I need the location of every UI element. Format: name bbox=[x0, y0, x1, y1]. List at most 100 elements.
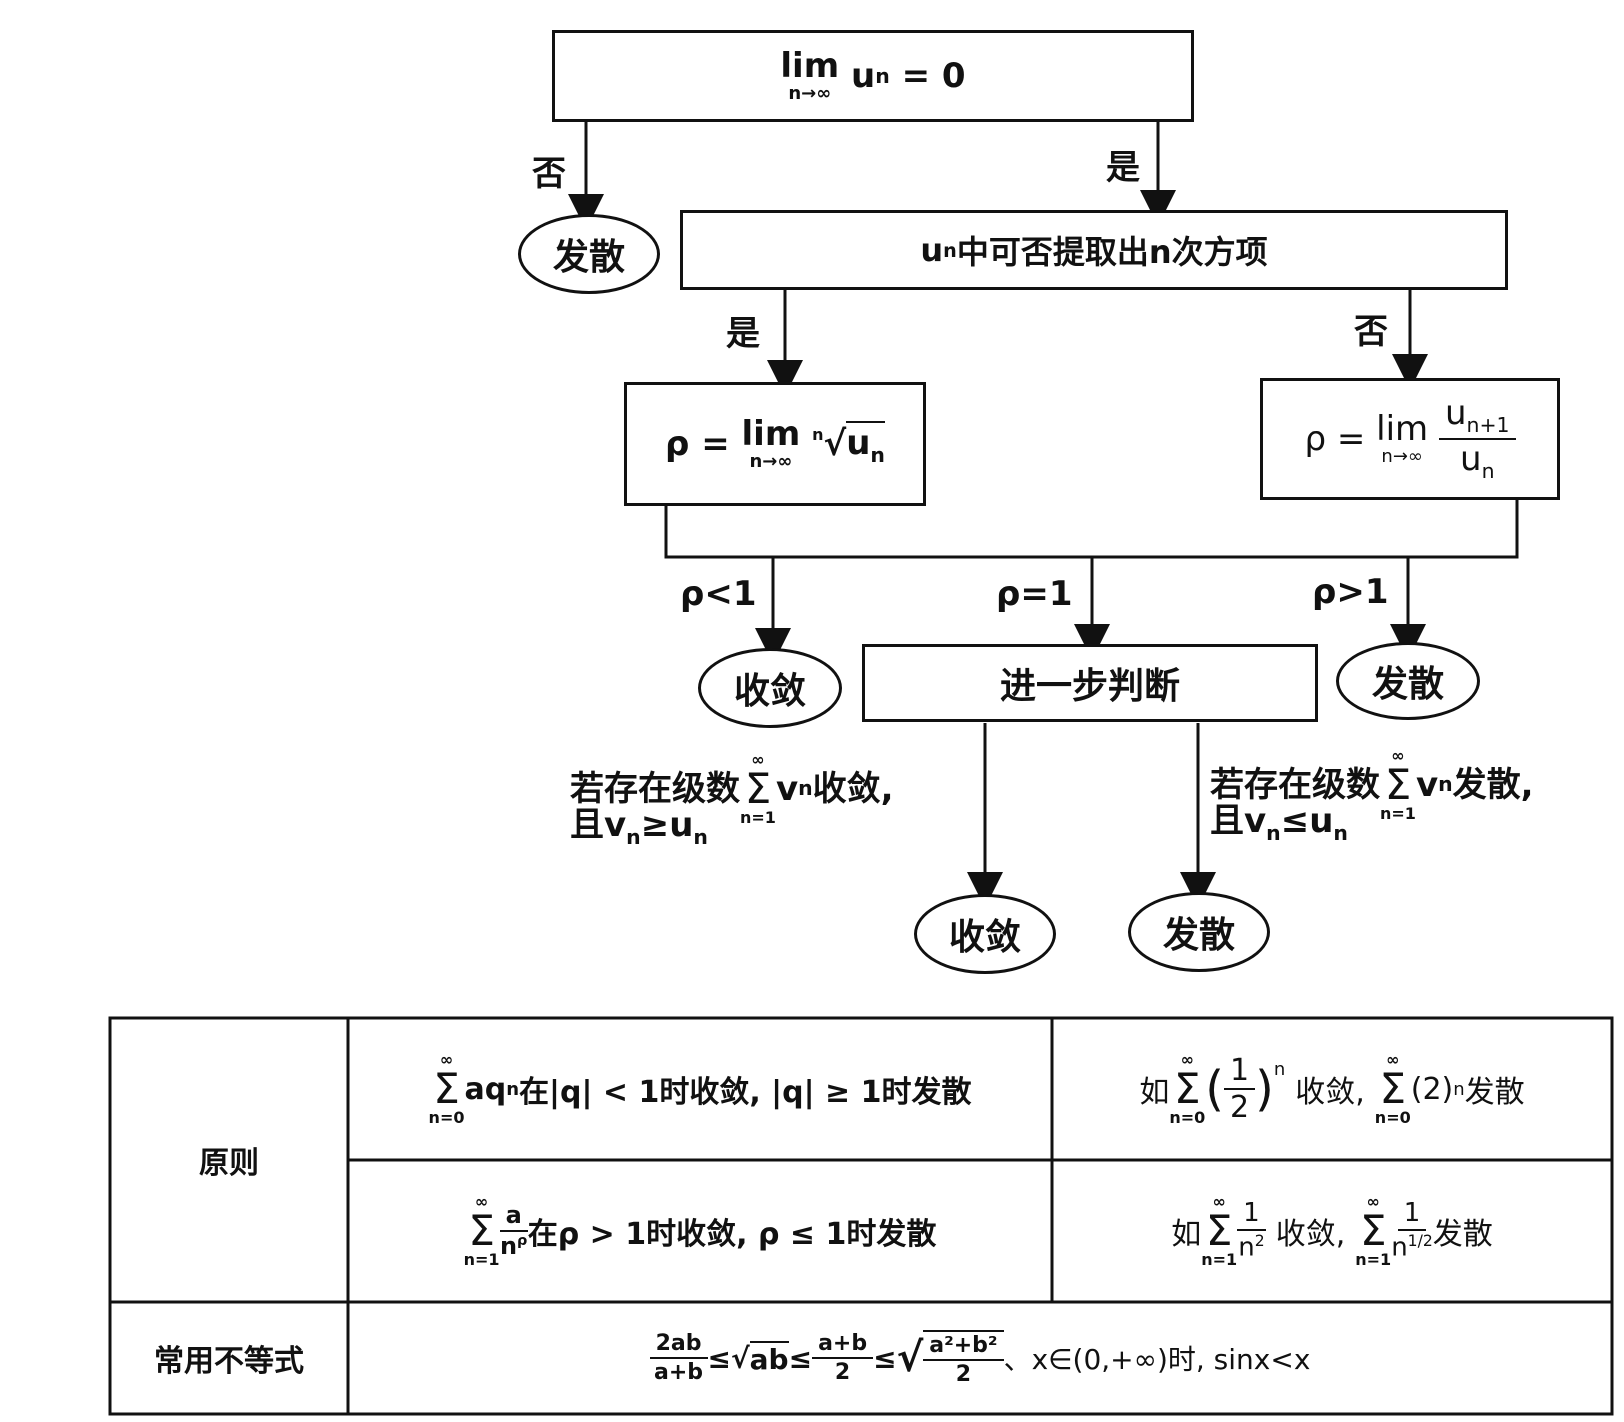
ratio-numerator: un+1 bbox=[1438, 392, 1516, 440]
root-index: n bbox=[812, 424, 824, 444]
ineq-f1-den: a+b bbox=[654, 1360, 704, 1385]
ratio-rho: ρ = bbox=[1304, 419, 1377, 459]
cond-left-line2-mid: ≥u bbox=[640, 805, 694, 845]
cond-left-pre: 若存在级数 bbox=[570, 768, 740, 809]
r1c2-sigma: ∞ Σ n=0 bbox=[1169, 1052, 1205, 1126]
r2c2-fraction: 1 n2 bbox=[1237, 1199, 1266, 1262]
cond-left-line2-pre: 且v bbox=[570, 805, 627, 845]
r1c2-sigma2-top: ∞ bbox=[1386, 1050, 1400, 1069]
r1c1-sigma: ∞ Σ n=0 bbox=[429, 1052, 465, 1126]
cond-right-line2-sub: n bbox=[1266, 820, 1281, 845]
sigma-symbol: Σ bbox=[1384, 760, 1412, 809]
table-border bbox=[108, 1016, 1614, 1416]
r1c1-sigma-bottom: n=0 bbox=[428, 1108, 465, 1127]
sigma-symbol: Σ bbox=[744, 764, 772, 813]
radicand-u: u bbox=[846, 423, 871, 464]
r1c1-expr: aq bbox=[464, 1071, 507, 1107]
r2c2-sigma-2: ∞ Σ n=1 bbox=[1355, 1194, 1391, 1268]
cond-left-term-sub: n bbox=[798, 776, 813, 801]
r2c2-fraction-2: 1 n1/2 bbox=[1391, 1199, 1433, 1262]
label-no-2: 否 bbox=[1354, 312, 1388, 352]
r2c1-num: a bbox=[499, 1202, 528, 1232]
label-rho-lt-1: ρ<1 bbox=[680, 574, 757, 614]
r2c2-den2-sup: 1/2 bbox=[1407, 1232, 1433, 1251]
extract-u: u bbox=[920, 231, 944, 269]
table-inequality-formula: 2ab a+b ≤ √ab ≤ a+b 2 ≤ √ a²+b² 2 、x∈(0,… bbox=[350, 1304, 1610, 1412]
sigma-symbol: Σ bbox=[1205, 1206, 1233, 1255]
r2c2-den: n2 bbox=[1238, 1231, 1264, 1262]
paren-open: ( bbox=[1205, 1061, 1224, 1117]
table-principle-label: 原则 bbox=[199, 1146, 259, 1181]
r1c2-sigma-bottom: n=0 bbox=[1169, 1108, 1206, 1127]
limit-subscript: n→∞ bbox=[788, 83, 832, 104]
ratio-fraction: un+1 un bbox=[1438, 392, 1516, 482]
sigma-symbol: Σ bbox=[1174, 1064, 1201, 1113]
sigma-symbol: Σ bbox=[433, 1064, 460, 1113]
extract-text: 中可否提取出n次方项 bbox=[956, 233, 1268, 271]
cond-left-sigma: ∞ Σ n=1 bbox=[740, 752, 776, 826]
ratio-limit-text: lim bbox=[1376, 409, 1429, 449]
radical-sign: √ bbox=[896, 1335, 924, 1381]
r2c2-den-n: n bbox=[1238, 1232, 1255, 1263]
r1c2-term2: (2) bbox=[1410, 1071, 1454, 1107]
ineq-arithmetic: a+b 2 bbox=[812, 1332, 874, 1384]
node-root-test: ρ = lim n→∞ n√un bbox=[624, 382, 926, 506]
cond-right-line2: 且vn≤un bbox=[1210, 800, 1534, 846]
r2c2-sigma: ∞ Σ n=1 bbox=[1201, 1194, 1237, 1268]
table-geometric-example: 如 ∞ Σ n=0 ( 1 2 )n 收敛, ∞ Σ n=0 (2)n 发散 bbox=[1054, 1020, 1610, 1158]
r2c2-sigma2-top: ∞ bbox=[1366, 1192, 1380, 1211]
radicand: un bbox=[846, 421, 885, 467]
ratio-den-sub: n bbox=[1481, 458, 1495, 483]
cond-left-line2-sub2: n bbox=[693, 824, 708, 849]
cond-right-term-sub: n bbox=[1438, 772, 1453, 797]
r2c2-den2: n1/2 bbox=[1391, 1231, 1433, 1262]
cond-right-line2-mid: ≤u bbox=[1280, 801, 1334, 841]
ineq-f1-num: 2ab bbox=[649, 1332, 708, 1359]
r2c1-den-n: n bbox=[499, 1232, 518, 1260]
ratio-limit: lim n→∞ bbox=[1376, 412, 1428, 466]
node-ratio-test: ρ = lim n→∞ un+1 un bbox=[1260, 378, 1560, 500]
r1c2-num: 1 bbox=[1224, 1054, 1256, 1090]
radical-sign: √ bbox=[730, 1341, 750, 1375]
r1c2-sigma2-bottom: n=0 bbox=[1374, 1108, 1411, 1127]
label-yes-2: 是 bbox=[726, 314, 760, 354]
node-further-judge: 进一步判断 bbox=[862, 644, 1318, 722]
node-diverge-3: 发散 bbox=[1128, 892, 1270, 972]
ratio-denominator: un bbox=[1460, 440, 1495, 482]
r2c2-sigma-bottom: n=1 bbox=[1201, 1250, 1238, 1269]
cond-right-line2-sub2: n bbox=[1333, 820, 1348, 845]
r2c2-mid: 收敛, bbox=[1275, 1217, 1346, 1252]
limit-operator: lim n→∞ bbox=[780, 49, 839, 103]
r1c2-sigma-top: ∞ bbox=[1180, 1050, 1194, 1069]
r1c1-expr-sup: n bbox=[506, 1078, 520, 1100]
radicand-sub: n bbox=[870, 442, 885, 467]
cond-left-term: v bbox=[775, 768, 799, 809]
cond-left-line2-sub: n bbox=[626, 824, 641, 849]
r2c1-sigma: ∞ Σ n=1 bbox=[464, 1194, 500, 1268]
ineq-le-2: ≤ bbox=[788, 1341, 813, 1375]
ineq-harmonic: 2ab a+b bbox=[649, 1332, 708, 1385]
cond-right-sigma: ∞ Σ n=1 bbox=[1380, 748, 1416, 822]
r2c1-text: 在ρ > 1时收敛, ρ ≤ 1时发散 bbox=[527, 1217, 937, 1252]
label-rho-gt-1: ρ>1 bbox=[1312, 572, 1389, 612]
r1c2-term2-sup: n bbox=[1453, 1078, 1465, 1100]
r1c2-sigma-2: ∞ Σ n=0 bbox=[1375, 1052, 1411, 1126]
term-u: u bbox=[851, 56, 876, 96]
cond-left-sigma-top: ∞ bbox=[751, 750, 765, 769]
root-limit-sub: n→∞ bbox=[749, 451, 793, 472]
node-diverge-2: 发散 bbox=[1336, 642, 1480, 720]
r2c2-den-sup: 2 bbox=[1254, 1232, 1265, 1251]
label-no-1: 否 bbox=[532, 154, 566, 194]
cond-left-line2: 且vn≥un bbox=[570, 804, 894, 850]
ratio-num-u: u bbox=[1444, 392, 1467, 433]
cond-right-pre: 若存在级数 bbox=[1210, 764, 1380, 805]
cond-left-post: 收敛, bbox=[812, 768, 894, 809]
paren-close: ) bbox=[1255, 1061, 1274, 1117]
